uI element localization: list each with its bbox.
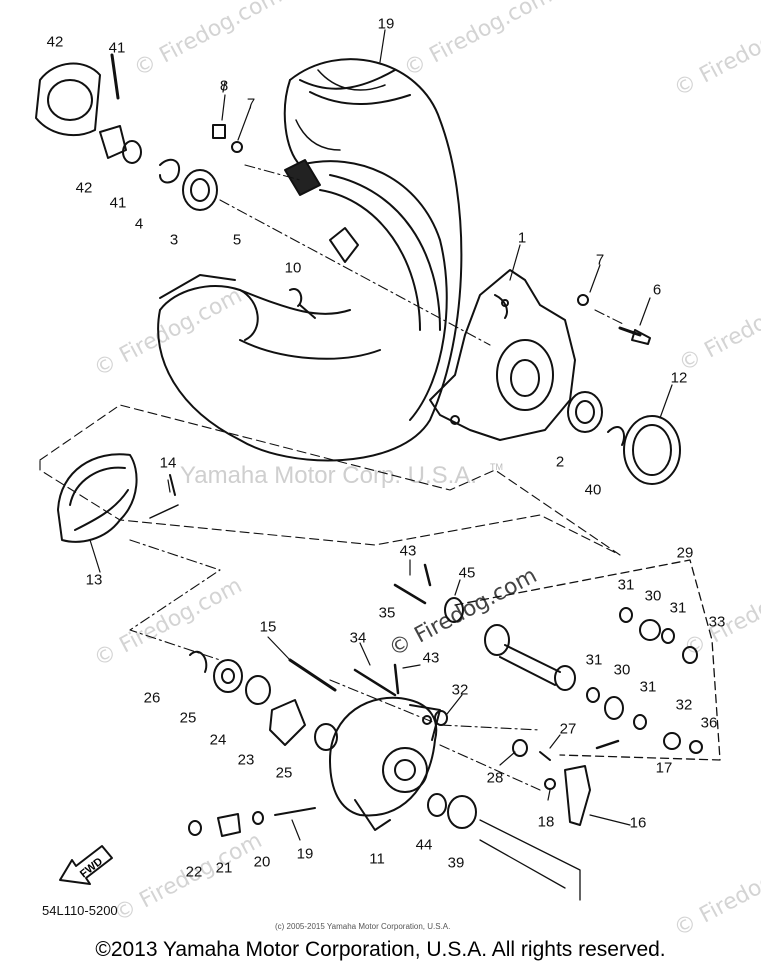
callout-22: 22 bbox=[185, 863, 203, 881]
callout-leaders bbox=[89, 29, 673, 841]
lower-parts-drawing bbox=[188, 739, 620, 901]
callout-8: 8 bbox=[219, 77, 229, 95]
callout-43-top: 43 bbox=[399, 542, 417, 560]
callout-43-mid: 43 bbox=[422, 649, 440, 667]
callout-33: 33 bbox=[708, 613, 726, 631]
callout-10: 10 bbox=[284, 259, 302, 277]
part-code: 54L110-5200 bbox=[42, 903, 118, 918]
callout-19: 19 bbox=[296, 845, 314, 863]
callout-45: 45 bbox=[458, 564, 476, 582]
callout-11: 11 bbox=[369, 850, 385, 868]
callout-35: 35 bbox=[378, 604, 396, 622]
callout-6: 6 bbox=[652, 281, 662, 299]
leader-lines bbox=[39, 164, 626, 791]
callout-7-top: 7 bbox=[246, 95, 256, 113]
callout-25-a: 25 bbox=[179, 709, 197, 727]
callout-25-b: 25 bbox=[275, 764, 293, 782]
callout-44: 44 bbox=[415, 836, 433, 854]
callout-38: 40 bbox=[584, 481, 602, 499]
axle-assembly-drawing bbox=[454, 559, 721, 761]
callout-15: 15 bbox=[259, 618, 277, 636]
callout-40: 42 bbox=[75, 179, 93, 197]
callout-31-a: 31 bbox=[617, 576, 635, 594]
callout-32-b: 32 bbox=[675, 696, 693, 714]
callout-24: 24 bbox=[209, 731, 227, 749]
callout-17: 17 bbox=[655, 759, 673, 777]
callout-4: 4 bbox=[134, 215, 144, 233]
callout-16: 16 bbox=[629, 814, 647, 832]
callout-1: 1 bbox=[517, 229, 527, 247]
callout-42: 42 bbox=[46, 33, 64, 51]
callout-23: 23 bbox=[237, 751, 255, 769]
bearings-drawing bbox=[35, 53, 681, 485]
callout-31-d: 31 bbox=[639, 678, 657, 696]
fwd-arrow-icon bbox=[59, 845, 113, 885]
brake-panel-drawing bbox=[329, 696, 441, 831]
callout-31-c: 31 bbox=[585, 651, 603, 669]
callout-26: 26 bbox=[143, 689, 161, 707]
callout-30-b: 30 bbox=[613, 661, 631, 679]
callout-30-a: 30 bbox=[644, 587, 662, 605]
small-copyright: (c) 2005-2015 Yamaha Motor Corporation, … bbox=[275, 922, 451, 931]
callout-29: 29 bbox=[676, 544, 694, 562]
callout-3: 3 bbox=[169, 231, 179, 249]
callout-7-right: 7 bbox=[595, 251, 605, 269]
callout-28: 28 bbox=[486, 769, 504, 787]
callout-27: 27 bbox=[559, 720, 577, 738]
callout-31-b: 31 bbox=[669, 599, 687, 617]
callout-20: 20 bbox=[253, 853, 271, 871]
callout-2: 2 bbox=[555, 453, 565, 471]
callout-37: 39 bbox=[447, 854, 465, 872]
hub-drawing bbox=[429, 269, 576, 441]
callout-12: 12 bbox=[670, 369, 688, 387]
callout-9: 19 bbox=[377, 15, 395, 33]
brake-shoes-drawing bbox=[57, 453, 179, 543]
callout-32-a: 32 bbox=[451, 681, 469, 699]
callout-34: 34 bbox=[349, 629, 367, 647]
callout-41: 41 bbox=[108, 39, 126, 57]
callout-14: 14 bbox=[159, 454, 177, 472]
callout-39: 41 bbox=[109, 194, 127, 212]
copyright-notice: ©2013 Yamaha Motor Corporation, U.S.A. A… bbox=[95, 938, 666, 961]
callout-5: 5 bbox=[232, 231, 242, 249]
watermark-tm: TM bbox=[490, 462, 503, 472]
callout-36: 36 bbox=[700, 714, 718, 732]
callout-18: 18 bbox=[537, 813, 555, 831]
callout-21: 21 bbox=[215, 859, 233, 877]
callout-13: 13 bbox=[85, 571, 103, 589]
tire-drawing bbox=[157, 58, 463, 462]
